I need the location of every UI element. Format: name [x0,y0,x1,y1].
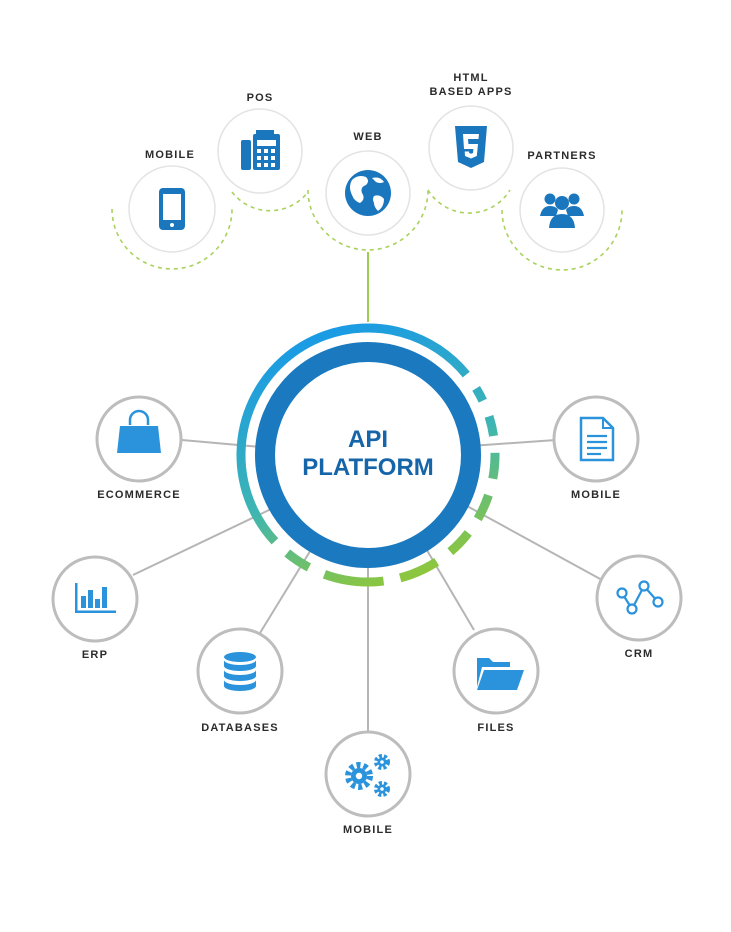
label-crm: CRM [625,648,654,660]
node-erp[interactable]: ERP [51,555,139,661]
bar-chart-icon [75,583,116,613]
center-hub[interactable]: API PLATFORM [205,292,531,618]
top-node-pos[interactable]: POS [217,92,303,194]
top-label-pos: POS [247,92,274,104]
network-graph-icon [616,580,664,615]
connector-mobile-doc [469,439,557,447]
shopping-bag-icon [117,409,161,453]
smartphone-icon [159,188,185,230]
top-node-partners[interactable]: PARTNERS [519,150,605,253]
top-label-partners: PARTNERS [527,150,596,162]
node-files[interactable]: FILES [452,627,540,734]
top-label-mobile: MOBILE [145,149,195,161]
top-label-based-apps: BASED APPS [429,86,512,98]
database-icon [224,652,256,691]
top-node-html[interactable]: HTML BASED APPS [428,72,514,191]
html5-icon [455,126,487,168]
node-ecommerce[interactable]: ECOMMERCE [95,395,183,501]
users-group-icon [540,193,584,228]
center-title-api: API [348,426,388,453]
open-folder-icon [477,658,524,690]
label-files: FILES [477,722,514,734]
label-databases: DATABASES [201,722,279,734]
node-crm[interactable]: CRM [595,554,683,660]
top-label-web: WEB [353,131,382,143]
gears-icon [345,754,390,797]
top-node-web[interactable]: WEB [325,131,411,236]
inner-ring [255,342,481,568]
document-icon [579,416,615,462]
label-erp: ERP [82,649,108,661]
node-circle [595,554,683,642]
globe-icon [345,170,391,216]
top-node-mobile[interactable]: MOBILE [128,149,216,253]
node-databases[interactable]: DATABASES [196,627,284,734]
pos-terminal-icon [241,130,280,170]
top-dashed-arcs [111,189,623,271]
node-mobile-doc[interactable]: MOBILE [552,395,640,501]
outer-segmented-ring [236,323,500,587]
label-mobile-doc: MOBILE [571,489,621,501]
label-mobile-gears: MOBILE [343,824,393,836]
label-ecommerce: ECOMMERCE [97,489,181,501]
connector-erp [132,499,291,576]
top-label-html: HTML [453,72,488,84]
center-title-platform: PLATFORM [302,454,434,481]
node-mobile-gears[interactable]: MOBILE [324,730,412,836]
